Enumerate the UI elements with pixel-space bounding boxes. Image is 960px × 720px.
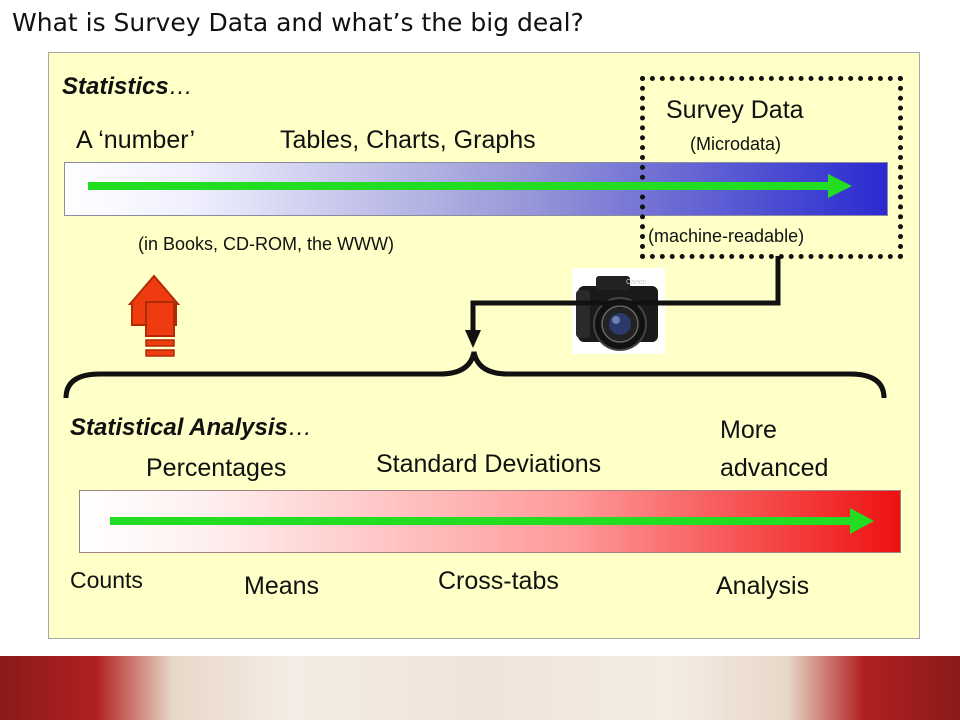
bottom-green-arrow bbox=[110, 508, 874, 534]
microdata-label: (Microdata) bbox=[690, 134, 782, 154]
more-label: More bbox=[720, 416, 777, 444]
statistics-heading: Statistics… bbox=[62, 73, 193, 100]
footer-decoration bbox=[0, 656, 960, 720]
a-number-label: A ‘number’ bbox=[76, 126, 196, 154]
top-green-arrow bbox=[88, 174, 852, 198]
brace-icon bbox=[63, 351, 887, 399]
analysis-label: Analysis bbox=[716, 572, 810, 600]
advanced-label: advanced bbox=[720, 454, 829, 482]
percentages-label: Percentages bbox=[146, 454, 287, 482]
up-arrow-icon bbox=[127, 274, 181, 357]
cross-tabs-label: Cross-tabs bbox=[438, 567, 559, 595]
slide-title: What is Survey Data and what’s the big d… bbox=[12, 8, 584, 37]
survey-data-label: Survey Data bbox=[666, 96, 804, 124]
survey-data-highlight-box bbox=[640, 76, 903, 259]
statistical-analysis-heading: Statistical Analysis… bbox=[70, 414, 312, 441]
counts-label: Counts bbox=[70, 567, 143, 593]
svg-text:Canon: Canon bbox=[626, 279, 647, 286]
machine-readable-label: (machine-readable) bbox=[648, 226, 805, 246]
means-label: Means bbox=[244, 572, 320, 600]
connector-arrow bbox=[465, 256, 781, 348]
tables-charts-graphs-label: Tables, Charts, Graphs bbox=[280, 126, 536, 154]
standard-deviations-label: Standard Deviations bbox=[376, 450, 602, 478]
in-books-label: (in Books, CD-ROM, the WWW) bbox=[138, 234, 395, 254]
camera-icon: Canon bbox=[572, 268, 665, 354]
